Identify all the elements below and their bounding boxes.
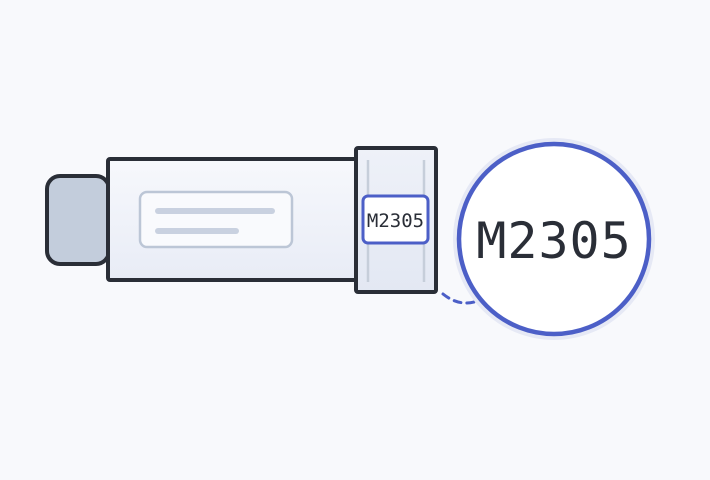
label-line-long [155,208,275,214]
device-end-cap [45,174,111,266]
code-tag [361,194,430,245]
magnifier-lens [456,141,652,337]
label-line-short [155,228,239,234]
code-tag-text: M2305 [367,210,424,232]
magnified-code-text: M2305 [476,212,632,270]
body-label-plate [138,190,294,249]
leader-line [441,292,476,305]
